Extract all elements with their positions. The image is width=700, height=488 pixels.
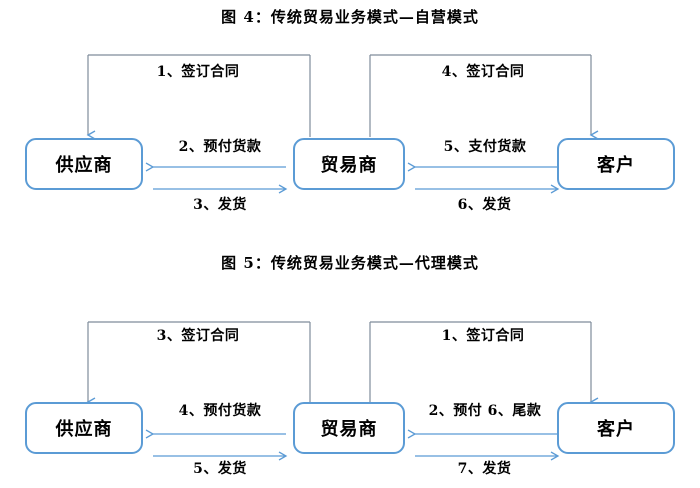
label-ship-goods-right: 7、发货 <box>457 461 512 477</box>
label-sign-contract-customer: 1、签订合同 <box>441 328 525 344</box>
node-customer[interactable]: 客户 <box>557 138 675 190</box>
figure-5-diagram: 供应商 贸易商 客户 3、签订合同 1、签订合同 4、预付货款 5、发货 2、预… <box>0 288 700 482</box>
label-prepay-goods: 2、预付货款 <box>178 139 262 155</box>
label-prepay-balance: 2、预付 6、尾款 <box>428 403 542 419</box>
label-pay-goods: 5、支付货款 <box>443 139 527 155</box>
label-sign-contract-customer: 4、签订合同 <box>441 64 525 80</box>
figure-4-connectors <box>0 54 700 236</box>
label-ship-goods-left: 5、发货 <box>193 461 247 477</box>
node-supplier[interactable]: 供应商 <box>25 138 143 190</box>
label-sign-contract-supplier: 3、签订合同 <box>156 328 240 344</box>
node-customer[interactable]: 客户 <box>557 402 675 454</box>
node-trader[interactable]: 贸易商 <box>293 138 405 190</box>
label-prepay-goods: 4、预付货款 <box>178 403 262 419</box>
label-ship-goods-left: 3、发货 <box>193 197 247 213</box>
figure-5-connectors <box>0 321 700 488</box>
figure-4-diagram: 供应商 贸易商 客户 1、签订合同 4、签订合同 2、预付货款 3、发货 5、支… <box>0 36 700 236</box>
node-supplier[interactable]: 供应商 <box>25 402 143 454</box>
node-trader[interactable]: 贸易商 <box>293 402 405 454</box>
label-ship-goods-right: 6、发货 <box>457 197 512 213</box>
figure-4-title: 图 4：传统贸易业务模式—自营模式 <box>221 8 479 26</box>
figure-5-title: 图 5：传统贸易业务模式—代理模式 <box>221 254 479 272</box>
label-sign-contract-supplier: 1、签订合同 <box>156 64 240 80</box>
